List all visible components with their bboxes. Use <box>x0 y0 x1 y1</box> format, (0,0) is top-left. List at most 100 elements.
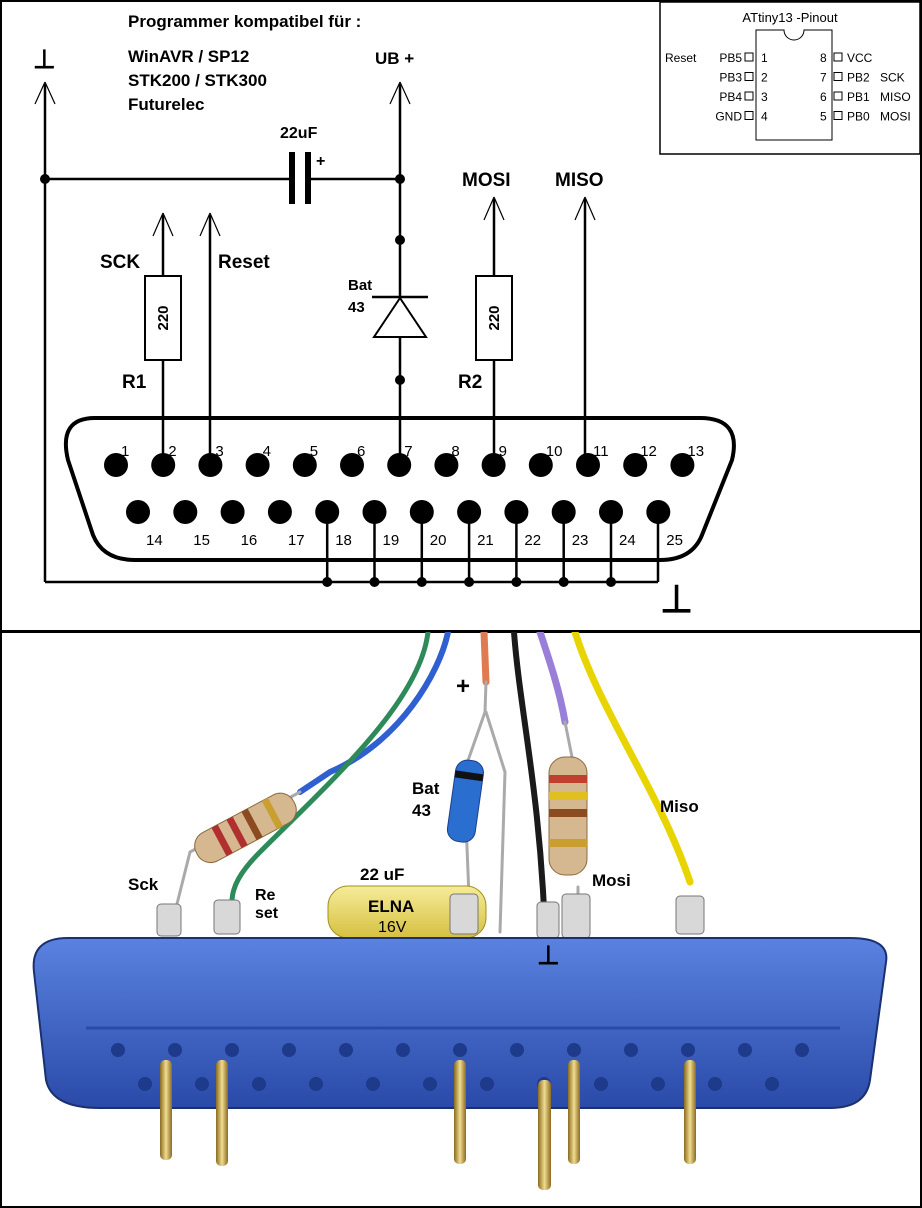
ground-arrow-icon <box>34 81 56 105</box>
connector-pin-18 <box>315 500 340 524</box>
r2-name: R2 <box>458 372 482 393</box>
r1-resistor <box>144 275 182 361</box>
header-title: Programmer kompatibel für : <box>128 12 361 31</box>
connector-pin-2 <box>151 453 176 477</box>
pin-number: 10 <box>546 443 563 460</box>
pinout-num-left: 1 <box>761 51 768 65</box>
connector-pin-14 <box>126 500 150 524</box>
pin-number: 16 <box>241 532 258 549</box>
connector-pin-4 <box>245 453 270 477</box>
photo-sck-label: Sck <box>128 875 159 894</box>
schematic-diagram: Programmer kompatibel für : WinAVR / SP1… <box>0 0 922 632</box>
photo-reset-label-1: Re <box>255 887 276 904</box>
connector-pin-8 <box>434 453 459 477</box>
pinout-pin-left: PB5 <box>719 51 742 65</box>
r2-resistor <box>475 275 513 361</box>
connector-pin-9 <box>481 453 506 477</box>
photo-reset-label-2: set <box>255 905 279 922</box>
pin-number: 8 <box>451 443 459 460</box>
pin-number: 20 <box>430 532 447 549</box>
connector-pin-10 <box>528 453 553 477</box>
pin-number: 2 <box>168 443 176 460</box>
connector-pin-1 <box>104 453 128 477</box>
connector-pin-13 <box>670 453 695 477</box>
pinout-num-right: 7 <box>820 71 827 85</box>
r2-value: 220 <box>486 305 503 330</box>
diode-label-1: Bat <box>348 277 372 294</box>
pin-number: 19 <box>383 532 400 549</box>
ground-symbol-bottom: ⊥ <box>660 579 693 621</box>
connector-pin-25 <box>646 500 671 524</box>
connector-pin-6 <box>340 453 364 477</box>
pinout-pin-right: PB2 <box>847 71 870 85</box>
capacitor-print-2: 16V <box>378 919 407 936</box>
vcc-arrow-icon <box>389 81 411 105</box>
r1-name: R1 <box>122 372 147 393</box>
pinout-num-left: 3 <box>761 90 768 104</box>
pinout-func-right: MISO <box>880 90 911 104</box>
photo-ground-label: ⊥ <box>537 940 560 970</box>
sck-label: SCK <box>100 252 140 273</box>
pinout-pin-left: PB3 <box>719 71 742 85</box>
pin-number: 7 <box>404 443 412 460</box>
connector-pin-3 <box>198 453 223 477</box>
photo-miso-label: Miso <box>660 797 699 816</box>
capacitor-value: 22uF <box>280 125 318 142</box>
schematic-wires <box>43 84 660 584</box>
pin-number: 21 <box>477 532 494 549</box>
connector-pin-11 <box>576 453 600 477</box>
pinout-pin-left: PB4 <box>719 90 742 104</box>
reset-label: Reset <box>218 252 270 273</box>
pin-number: 5 <box>310 443 318 460</box>
pinout-pin-right: VCC <box>847 51 873 65</box>
resistor-r2 <box>548 756 588 876</box>
assembled-adapter-photo: ELNA 16V + Bat 43 Miso 22 uF Sck Re set … <box>0 632 922 1208</box>
pin-number: 17 <box>288 532 305 549</box>
pin-number: 9 <box>499 443 507 460</box>
photo-bat-label-2: 43 <box>412 801 431 820</box>
connector-pin-17 <box>267 500 292 524</box>
pinout-num-right: 5 <box>820 110 827 124</box>
miso-label: MISO <box>555 170 604 191</box>
connector-pin-23 <box>551 500 576 524</box>
pin-number: 18 <box>335 532 352 549</box>
capacitor-polarity: + <box>316 153 325 170</box>
pinout-pin-left: GND <box>715 110 742 124</box>
diode-label-2: 43 <box>348 299 365 316</box>
pin-number: 15 <box>193 532 210 549</box>
solder-cups <box>156 893 705 939</box>
pin-number: 14 <box>146 532 163 549</box>
mosi-label: MOSI <box>462 170 511 191</box>
photo-mosi-label: Mosi <box>592 871 631 890</box>
pin-number: 11 <box>593 443 609 460</box>
ground-symbol-top: ⊥ <box>33 44 56 74</box>
r1-value: 220 <box>155 305 172 330</box>
pinout-num-left: 4 <box>761 110 768 124</box>
connector-pin-7 <box>387 453 412 477</box>
pinout-pin-right: PB1 <box>847 90 870 104</box>
compat-line-3: Futurelec <box>128 95 205 114</box>
pin-number: 13 <box>687 443 704 460</box>
pin-number: 1 <box>121 443 129 460</box>
connector-pin-21 <box>457 500 482 524</box>
pin-number: 12 <box>640 443 657 460</box>
diode-bat43 <box>446 759 484 843</box>
capacitor-symbol <box>289 152 311 204</box>
pin-number: 24 <box>619 532 636 549</box>
pinout-title: ATtiny13 -Pinout <box>742 10 838 25</box>
db25-connector-outline <box>63 416 736 562</box>
reset-arrow-icon <box>199 212 221 237</box>
connector-pin-12 <box>623 453 648 477</box>
pinout-pin-right: PB0 <box>847 110 870 124</box>
junction-dots <box>40 174 405 385</box>
connector-pin-19 <box>362 500 387 524</box>
gold-pins <box>160 1060 696 1190</box>
resistor-r1 <box>194 792 297 864</box>
diode-symbol <box>372 295 428 338</box>
pin-number: 25 <box>666 532 683 549</box>
pinout-func-right: SCK <box>880 71 905 85</box>
sck-arrow-icon <box>152 212 174 237</box>
